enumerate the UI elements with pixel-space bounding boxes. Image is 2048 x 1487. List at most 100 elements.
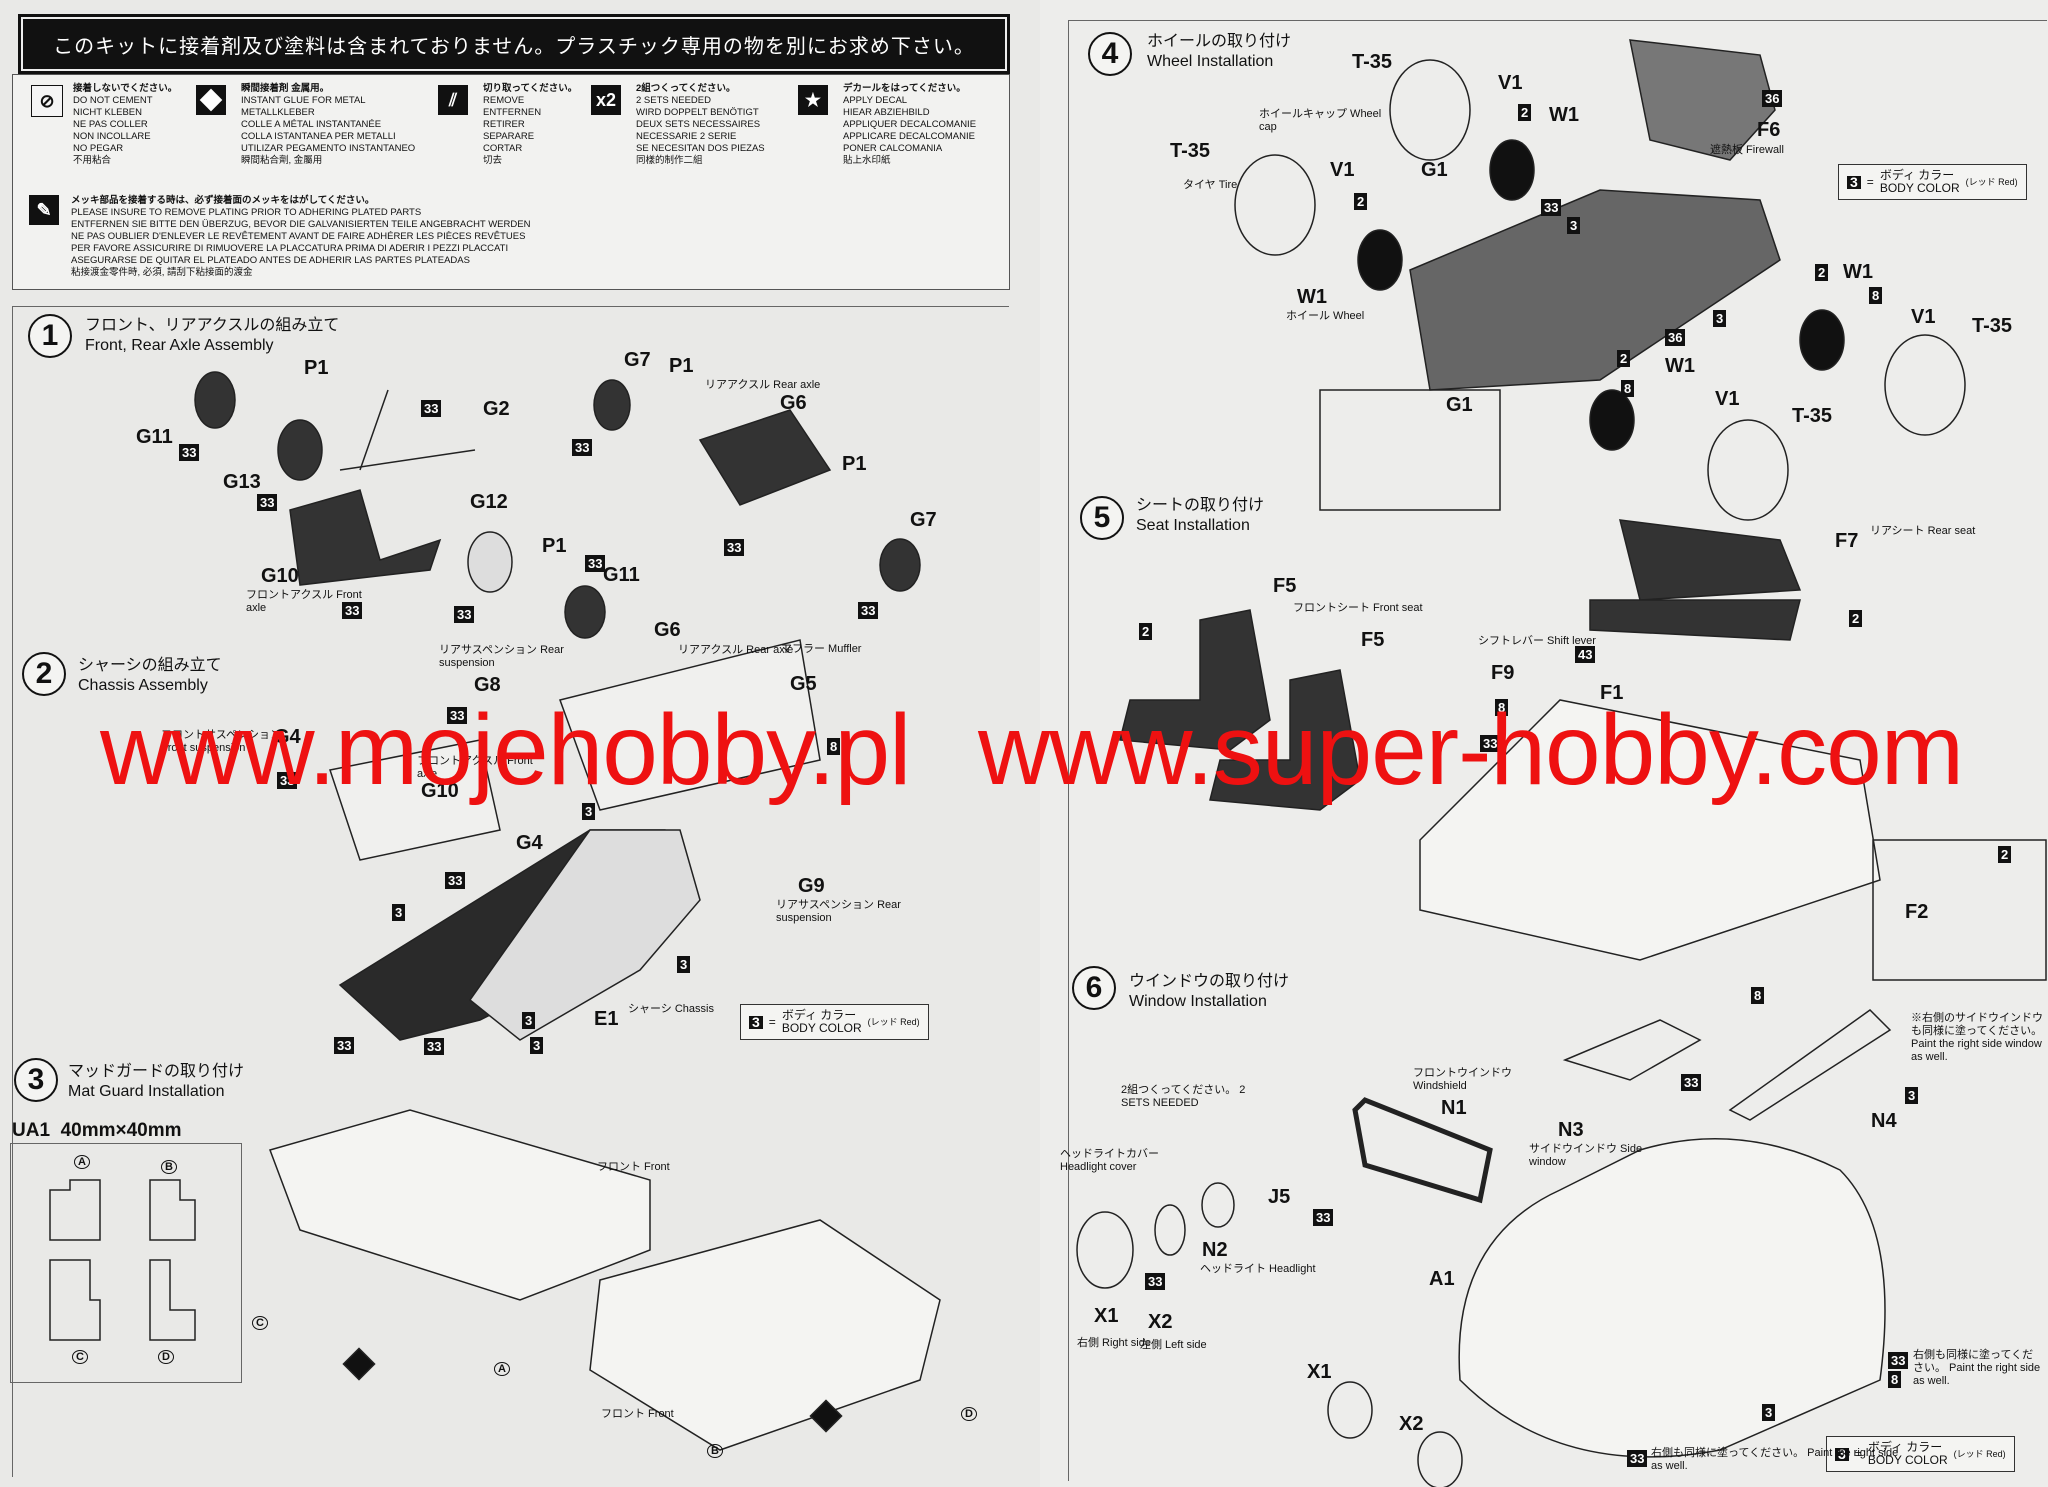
paint-code-badge: 33 (424, 1038, 445, 1055)
part-note: 左側 Left side (1140, 1339, 1207, 1351)
color-jp: ボディ カラー (1879, 168, 1955, 182)
part-label: G4 (274, 726, 301, 748)
part-label: W1 (1297, 286, 1327, 308)
part-label: G9 (798, 875, 825, 897)
part-note: フロント Front (597, 1161, 670, 1173)
part-note: ヘッドライト Headlight (1200, 1263, 1316, 1275)
part-note: フロントシート Front seat (1293, 602, 1423, 614)
legend-line: COLLA ISTANTANEA PER METALLI (241, 131, 396, 142)
mat-guard-letter: D (158, 1350, 174, 1364)
mat-guard-size: UA1 40mm×40mm (12, 1120, 182, 1142)
legend-line: 貼上水印紙 (843, 155, 891, 166)
part-label: G13 (223, 471, 261, 493)
part-label: W1 (1843, 261, 1873, 283)
mat-guard-letter: B (161, 1160, 177, 1174)
part-label: V1 (1715, 388, 1740, 410)
legend-line: INSTANT GLUE FOR METAL (241, 95, 366, 106)
part-label: F6 (1757, 119, 1781, 141)
paint-code-badge: 33 (1480, 735, 1501, 752)
step-3-number: 3 (14, 1058, 58, 1102)
paint-code-badge: 33 (858, 602, 879, 619)
step-2-title: シャーシの組み立て Chassis Assembly (78, 656, 222, 696)
wheel-drawing (1234, 39, 1966, 521)
paint-code-badge: 43 (1575, 646, 1596, 663)
part-label: G5 (790, 673, 817, 695)
legend-line: SE NECESITAN DOS PIEZAS (636, 143, 765, 154)
part-label: G10 (261, 565, 299, 587)
step-1-number: 1 (28, 314, 72, 358)
paint-code-badge: 2 (1139, 623, 1153, 640)
part-label: G8 (474, 674, 501, 696)
legend-line: NICHT KLEBEN (73, 107, 142, 118)
part-label: F1 (1600, 682, 1624, 704)
part-label: G7 (624, 349, 651, 371)
part-label: G6 (780, 392, 807, 414)
paint-code-badge: 33 (342, 602, 363, 619)
part-label: X1 (1094, 1305, 1119, 1327)
legend-line: CORTAR (483, 143, 523, 154)
color-code: 3 (749, 1015, 763, 1029)
legend-line: NE PAS OUBLIER D'ENLEVER LE REVÊTEMENT A… (71, 231, 526, 242)
left-steps-frame (12, 306, 1009, 1477)
legend-line: APPLY DECAL (843, 95, 908, 106)
part-label: V1 (1498, 72, 1523, 94)
legend-line: UTILIZAR PEGAMENTO INSTANTANEO (241, 143, 416, 154)
part-label: V1 (1911, 306, 1936, 328)
legend-line: PLEASE INSURE TO REMOVE PLATING PRIOR TO… (71, 207, 422, 218)
part-label: T-35 (1792, 405, 1833, 427)
body-drawing (1076, 1009, 1892, 1487)
legend-line: PONER CALCOMANIA (843, 143, 943, 154)
paint-code-badge: 33 (421, 400, 442, 417)
color-code: 3 (1847, 175, 1861, 189)
part-note: 右側 Right side (1077, 1337, 1151, 1349)
part-note: リアサスペンション Rear suspension (439, 644, 564, 669)
part-label: W1 (1665, 355, 1695, 377)
step-5-number: 5 (1080, 496, 1124, 540)
paint-code-badge: 33 (572, 439, 593, 456)
legend-line: 不用粘合 (73, 155, 112, 166)
part-note: ホイール Wheel (1286, 310, 1365, 322)
color-en: BODY COLOR (781, 1021, 862, 1035)
mat-guard-letter: C (252, 1316, 268, 1330)
legend-line: 同樣的制作二組 (636, 155, 703, 166)
paint-code-badge: 33 (454, 606, 475, 623)
part-note: シャーシ Chassis (628, 1003, 714, 1015)
legend-jp: 瞬間接着剤 金属用。 (241, 83, 330, 94)
step-title-jp: シャーシの組み立て (78, 657, 222, 674)
legend-line: COLLE A MÉTAL INSTANTANÉE (241, 119, 382, 130)
paint-code-badge: 8 (1495, 699, 1509, 716)
step-title-en: Chassis Assembly (78, 677, 208, 694)
rear-axle-drawing (593, 379, 921, 592)
part-note: 遮熱板 Firewall (1710, 144, 1784, 156)
paint-code-badge: 33 (1313, 1209, 1334, 1226)
paint-code-badge: 3 (1713, 310, 1727, 327)
part-label: N2 (1202, 1239, 1228, 1261)
step-title-en: Window Installation (1129, 993, 1267, 1010)
part-label: G1 (1421, 159, 1448, 181)
legend-line: ASEGURARSE DE QUITAR EL PLATEADO ANTES D… (71, 255, 470, 266)
part-note: フロントアクスル Front axle (246, 589, 362, 614)
part-label: E1 (594, 1008, 619, 1030)
notice-banner: このキットに接着剤及び塗料は含まれておりません。プラスチック専用の物を別にお求め… (18, 14, 1010, 74)
part-note: フロントサスペンション Front suspension (161, 729, 282, 754)
legend-line: ENTFERNEN (483, 107, 542, 118)
legend-line: NE PAS COLLER (73, 119, 148, 130)
seat-drawing (1119, 519, 2047, 981)
part-note: シフトレバー Shift lever (1478, 635, 1596, 647)
mat-guard-letter: A (494, 1362, 510, 1376)
part-label: G4 (516, 832, 543, 854)
paint-code-badge: 33 (724, 539, 745, 556)
part-label: X1 (1307, 1361, 1332, 1383)
no-cement-icon: ⊘ (31, 85, 63, 117)
part-label: F2 (1905, 901, 1929, 923)
step-6-number: 6 (1072, 966, 1116, 1010)
paint-code-badge: 33 (1627, 1450, 1648, 1467)
paint-code-badge: 2 (1617, 350, 1631, 367)
